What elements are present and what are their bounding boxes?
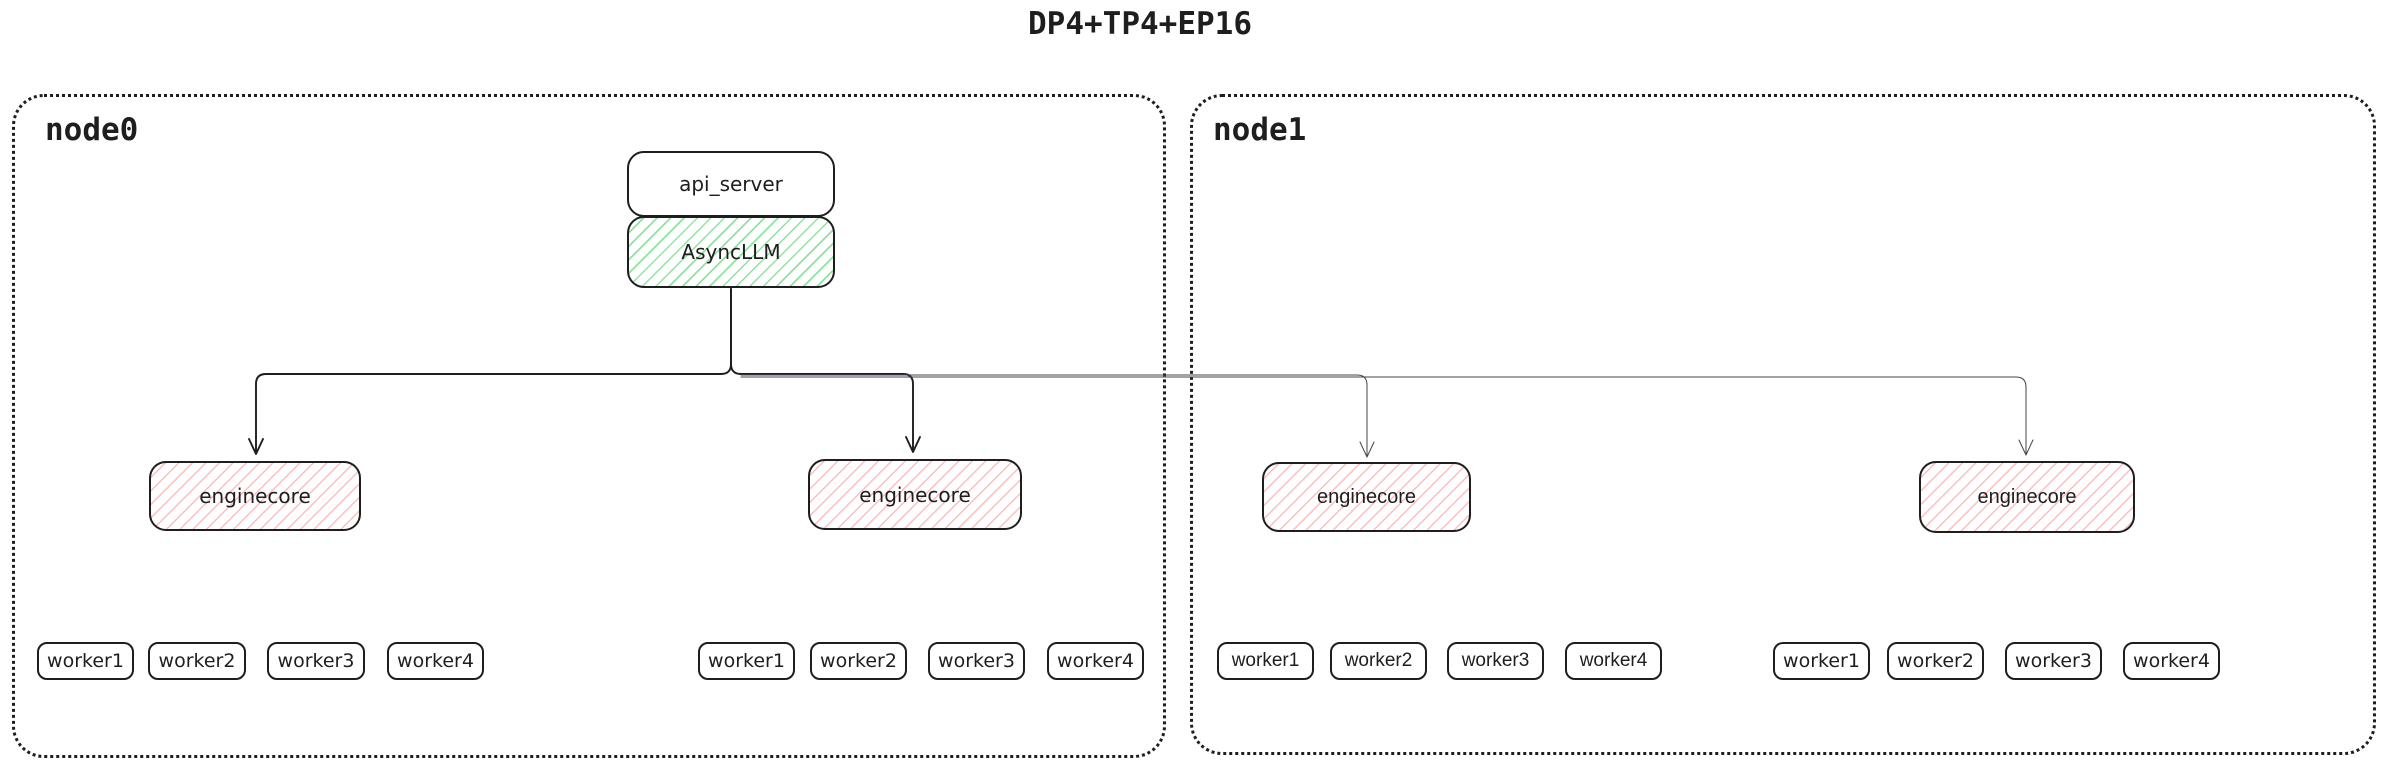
enginecore-box-4: enginecore xyxy=(1919,461,2135,533)
worker-box: worker3 xyxy=(928,642,1025,680)
node0-label: node0 xyxy=(45,112,139,148)
diagram-title: DP4+TP4+EP16 xyxy=(1028,6,1252,42)
enginecore-box-2: enginecore xyxy=(808,459,1022,530)
worker-box: worker1 xyxy=(37,642,134,680)
worker-box: worker1 xyxy=(698,642,795,680)
worker-box: worker2 xyxy=(1330,642,1427,680)
worker-box: worker4 xyxy=(387,642,484,680)
enginecore-box-3: enginecore xyxy=(1262,462,1471,532)
worker-box: worker2 xyxy=(1887,642,1984,680)
worker-box: worker3 xyxy=(2005,642,2102,680)
enginecore-box-1: enginecore xyxy=(149,461,361,531)
worker-box: worker3 xyxy=(1447,642,1544,680)
worker-box: worker2 xyxy=(810,642,907,680)
asyncllm-box: AsyncLLM xyxy=(627,216,835,288)
api-server-box: api_server xyxy=(627,151,835,217)
worker-box: worker3 xyxy=(267,642,365,680)
worker-box: worker4 xyxy=(2123,642,2220,680)
worker-box: worker2 xyxy=(148,642,246,680)
worker-box: worker4 xyxy=(1047,642,1144,680)
worker-box: worker1 xyxy=(1217,642,1314,680)
worker-box: worker4 xyxy=(1565,642,1662,680)
node1-label: node1 xyxy=(1213,112,1307,148)
worker-box: worker1 xyxy=(1773,642,1870,680)
